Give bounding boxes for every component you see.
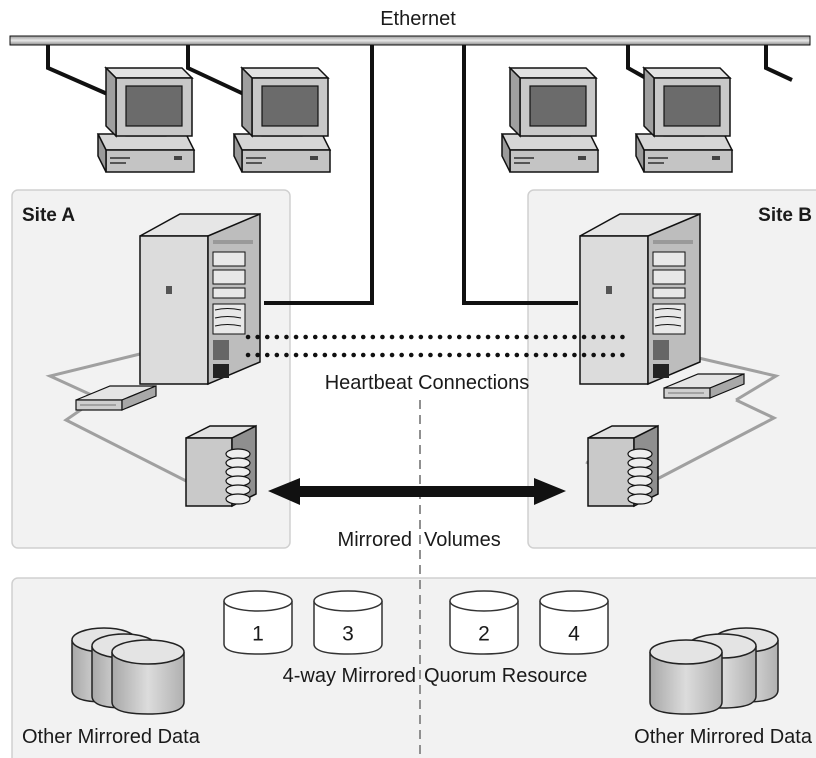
quorum-disk-4-number: 4 xyxy=(568,622,580,646)
heartbeat-connections-label: Heartbeat Connections xyxy=(324,372,530,394)
ethernet-links xyxy=(46,45,793,305)
storage-panel xyxy=(11,577,816,758)
site-b-server xyxy=(579,213,701,385)
quorum-disk-2-number: 2 xyxy=(478,622,490,646)
other-mirrored-data-stack-left xyxy=(71,627,185,715)
volumes-label: Volumes xyxy=(424,529,501,551)
site-a-label: Site A xyxy=(22,205,76,226)
site-a-storage-array xyxy=(185,425,257,507)
quorum-resource-label: Quorum Resource xyxy=(424,665,588,687)
site-a-server xyxy=(139,213,261,385)
client-workstation-1 xyxy=(97,67,195,173)
quorum-disk-3-number: 3 xyxy=(342,622,354,646)
other-mirrored-data-right-label: Other Mirrored Data xyxy=(634,726,812,748)
other-mirrored-data-left-label: Other Mirrored Data xyxy=(22,726,200,748)
ethernet-bus xyxy=(9,35,811,46)
quorum-disk-3 xyxy=(313,590,383,655)
other-mirrored-data-stack-right xyxy=(649,627,779,715)
site-b-storage-array xyxy=(587,425,659,507)
quorum-disk-4 xyxy=(539,590,609,655)
ethernet-label: Ethernet xyxy=(380,8,456,30)
client-workstation-2 xyxy=(233,67,331,173)
client-workstation-3 xyxy=(501,67,599,173)
site-b-label: Site B xyxy=(758,205,812,226)
heartbeat-links xyxy=(245,334,631,358)
client-workstation-4 xyxy=(635,67,733,173)
quorum-disk-1-number: 1 xyxy=(252,622,264,646)
quorum-disk-1 xyxy=(223,590,293,655)
mirrored-volumes-arrow xyxy=(268,478,566,505)
four-way-mirrored-label: 4-way Mirrored xyxy=(282,665,416,687)
quorum-disk-2 xyxy=(449,590,519,655)
mirrored-label: Mirrored xyxy=(337,529,412,551)
